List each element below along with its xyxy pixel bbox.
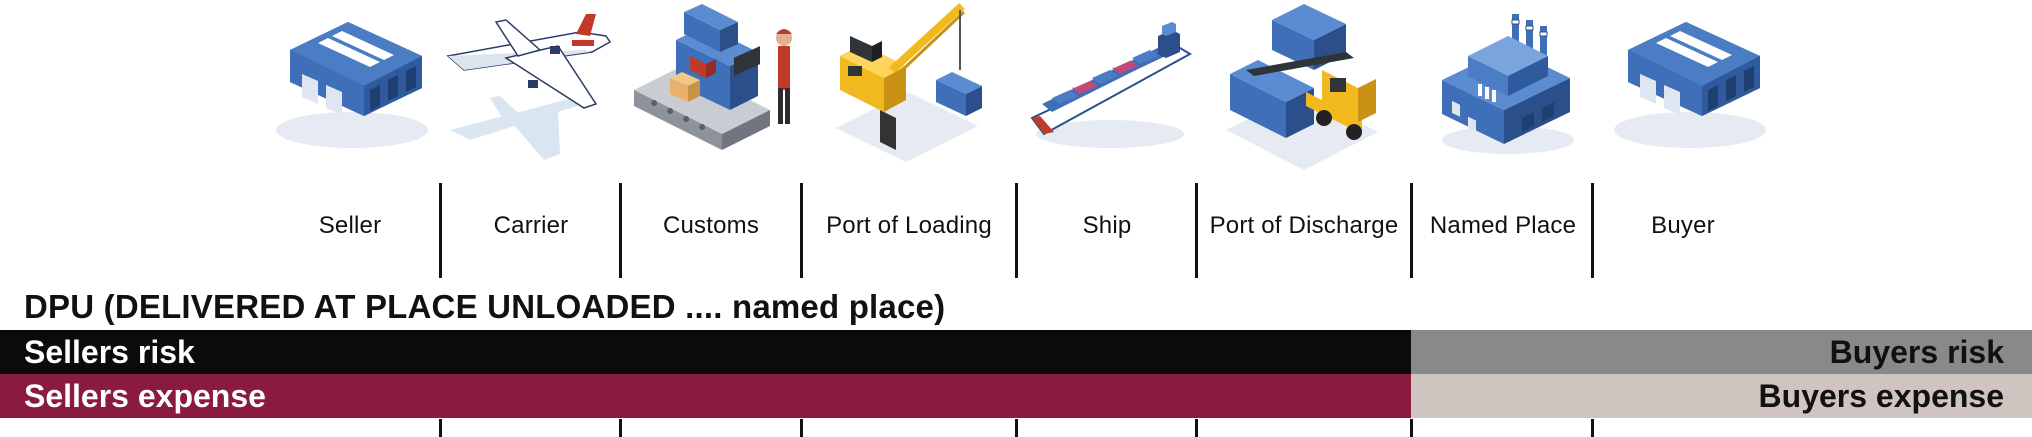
customs-conveyor-icon-graphic <box>634 4 792 150</box>
cargo-ship-icon <box>1030 0 1193 180</box>
airplane-icon-graphic <box>446 14 612 160</box>
stage-divider-lower <box>1410 419 1413 437</box>
buyers-expense-label: Buyers expense <box>1758 377 2004 414</box>
sellers-risk-bar: Sellers risk <box>0 330 1411 374</box>
stage-divider-lower <box>1015 419 1018 437</box>
stage-divider-lower <box>619 419 622 437</box>
customs-conveyor-icon <box>630 0 800 180</box>
airplane-icon <box>440 0 620 180</box>
stage-label-buyer: Buyer <box>1651 212 1715 239</box>
stage-label-seller: Seller <box>318 212 382 239</box>
container-loader-icon-graphic <box>1226 4 1378 170</box>
stage-label-customs: Customs <box>662 212 760 239</box>
stage-divider-lower <box>800 419 803 437</box>
stage-divider-lower <box>1195 419 1198 437</box>
buyers-expense-bar: Buyers expense <box>1411 374 2032 418</box>
stage-label-ship: Ship <box>1082 212 1132 239</box>
stage-label-port-of-discharge: Port of Discharge <box>1209 212 1399 239</box>
sellers-expense-label: Sellers expense <box>24 377 266 414</box>
sellers-risk-label: Sellers risk <box>24 333 195 370</box>
buyers-risk-bar: Buyers risk <box>1411 330 2032 374</box>
stage-divider-lower <box>439 419 442 437</box>
stage-divider-lower <box>1591 419 1594 437</box>
seller-warehouse-icon <box>276 0 428 180</box>
port-crane-icon <box>836 0 986 180</box>
cargo-ship-icon-graphic <box>1030 22 1193 148</box>
buyers-risk-label: Buyers risk <box>1829 333 2004 370</box>
stage-label-carrier: Carrier <box>493 212 569 239</box>
stage-divider <box>1195 183 1198 278</box>
container-loader-icon <box>1226 0 1386 180</box>
stage-divider <box>1015 183 1018 278</box>
stage-divider <box>800 183 803 278</box>
stage-divider <box>439 183 442 278</box>
incoterm-title: DPU (DELIVERED AT PLACE UNLOADED .... na… <box>24 288 946 325</box>
stage-divider <box>619 183 622 278</box>
port-crane-icon-graphic <box>836 3 982 162</box>
stage-label-port-of-loading: Port of Loading <box>826 212 992 239</box>
seller-warehouse-icon-graphic <box>276 22 428 148</box>
sellers-expense-bar: Sellers expense <box>0 374 1411 418</box>
stage-label-named-place: Named Place <box>1429 212 1577 239</box>
factory-icon-graphic <box>1442 14 1574 154</box>
stage-divider <box>1410 183 1413 278</box>
stage-divider <box>1591 183 1594 278</box>
buyer-warehouse-icon-graphic <box>1614 22 1766 148</box>
buyer-warehouse-icon <box>1614 0 1766 180</box>
factory-icon <box>1438 0 1578 180</box>
